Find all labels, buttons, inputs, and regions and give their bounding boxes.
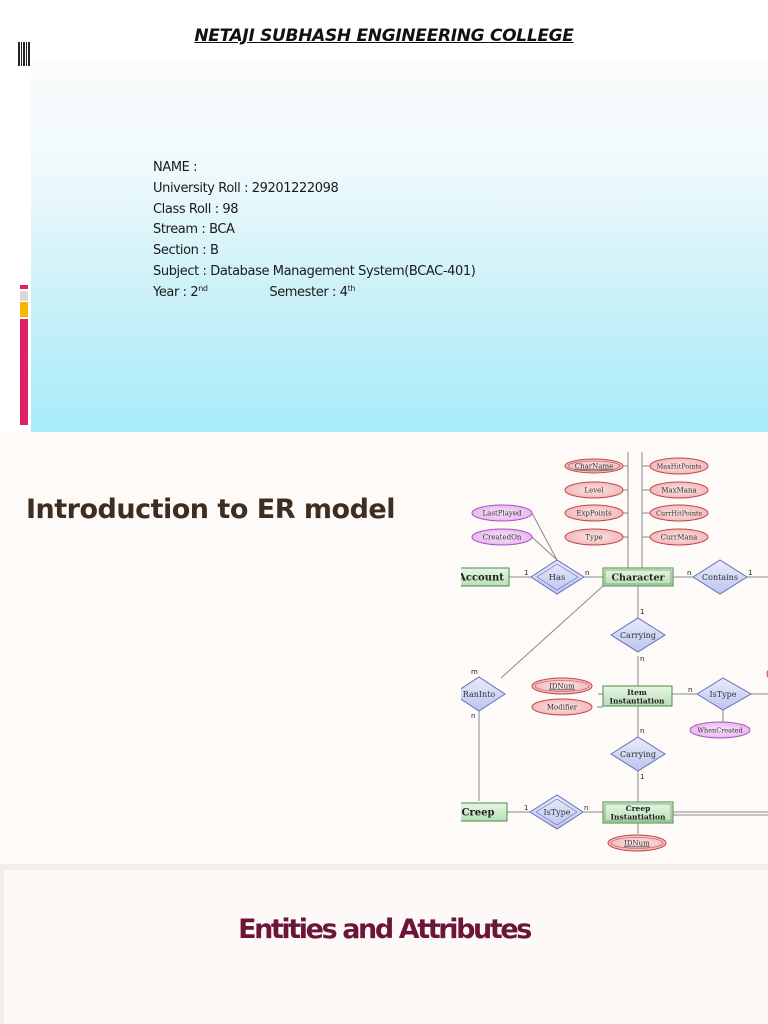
- slide-heading: Introduction to ER model: [26, 494, 396, 525]
- stream-line: Stream : BCA: [153, 222, 235, 238]
- attr-type: Type: [585, 534, 602, 542]
- rel-carrying-1: Carrying: [620, 631, 656, 640]
- attr-whencreated: WhenCreated: [697, 727, 742, 735]
- card-carry1-top: 1: [640, 608, 644, 616]
- entity-item-line2: Instantiation: [610, 697, 665, 706]
- rel-raninto: RanInto: [463, 690, 496, 699]
- er-diagram: CharName Level ExpPoints Type MaxHitPoin…: [461, 452, 768, 852]
- attr-currhitpoints: CurrHitPoints: [656, 510, 702, 518]
- rel-has: Has: [549, 573, 566, 583]
- card-carry1-bottom: n: [640, 655, 644, 663]
- attr-modifier: Modifier: [547, 704, 578, 712]
- card-carry2-bottom: 1: [640, 773, 644, 781]
- entity-group: Account Character Item Instantiation Cre…: [461, 567, 674, 824]
- semester-text: Semester : 4: [269, 284, 348, 300]
- card-contains-left: n: [687, 569, 691, 577]
- barcode-icon: [18, 42, 30, 66]
- card-istype2-left: 1: [524, 804, 528, 812]
- rel-istype-2: IsType: [544, 808, 571, 817]
- attr-maxhitpoints: MaxHitPoints: [657, 463, 702, 471]
- relationship-group: Has Contains Carrying RanInto IsType Car…: [461, 559, 753, 830]
- attr-maxmana: MaxMana: [661, 487, 696, 495]
- entities-slide: Entities and Attributes: [0, 864, 768, 1024]
- entity-character: Character: [611, 573, 665, 584]
- rel-contains: Contains: [702, 573, 738, 582]
- title-slide: NETAJI SUBHASH ENGINEERING COLLEGE NAME …: [0, 0, 768, 432]
- er-intro-slide: Introduction to ER model: [0, 432, 768, 864]
- rel-carrying-2: Carrying: [620, 750, 656, 759]
- gradient-panel: [31, 62, 768, 432]
- card-istype2-right: n: [584, 804, 588, 812]
- year-text: Year : 2: [153, 284, 199, 300]
- attr-level: Level: [584, 487, 604, 495]
- entity-creep-inst-line1: Creep: [626, 804, 651, 813]
- attr-idnum-creep: IDNum: [624, 840, 650, 848]
- slide-heading: Entities and Attributes: [238, 914, 532, 945]
- semester-sup: th: [347, 283, 356, 293]
- year-sup: nd: [198, 283, 208, 293]
- subject-line: Subject : Database Management System(BCA…: [153, 263, 476, 279]
- attr-lastplayed: LastPlayed: [483, 510, 522, 518]
- card-ran-bottom: n: [471, 712, 475, 720]
- entity-creep-inst-line2: Instantiation: [611, 813, 666, 822]
- attr-idnum-item: IDNum: [549, 683, 575, 691]
- class-roll-line: Class Roll : 98: [153, 201, 239, 217]
- slide-panel: [4, 870, 768, 1024]
- name-line: NAME :: [153, 160, 198, 175]
- card-ran-top: m: [471, 668, 478, 676]
- attr-exppoints: ExpPoints: [576, 510, 612, 518]
- cardinality-group: 1 n n 1 1 n m n n n 1 1 n: [471, 569, 752, 812]
- card-istype1-left: n: [688, 686, 692, 694]
- attribute-group: CharName Level ExpPoints Type MaxHitPoin…: [471, 457, 751, 852]
- attr-createdon: CreatedOn: [483, 534, 522, 542]
- rel-istype-1: IsType: [710, 690, 737, 699]
- entity-creep: Creep: [462, 808, 495, 819]
- entity-item-line1: Item: [627, 688, 647, 697]
- attr-currmana: CurrMana: [661, 534, 698, 542]
- college-title: NETAJI SUBHASH ENGINEERING COLLEGE: [194, 26, 574, 46]
- entity-account: Account: [461, 573, 504, 584]
- student-info: NAME : University Roll : 29201222098 Cla…: [153, 158, 476, 304]
- card-contains-right: 1: [748, 569, 752, 577]
- card-carry2-top: n: [640, 727, 644, 735]
- section-line: Section : B: [153, 243, 219, 259]
- year-semester-line: Year : 2nd Semester : 4th: [153, 283, 475, 304]
- card-has-right: n: [585, 569, 589, 577]
- card-has-left: 1: [524, 569, 528, 577]
- attr-charname: CharName: [575, 463, 613, 471]
- roll-line: University Roll : 29201222098: [153, 180, 339, 196]
